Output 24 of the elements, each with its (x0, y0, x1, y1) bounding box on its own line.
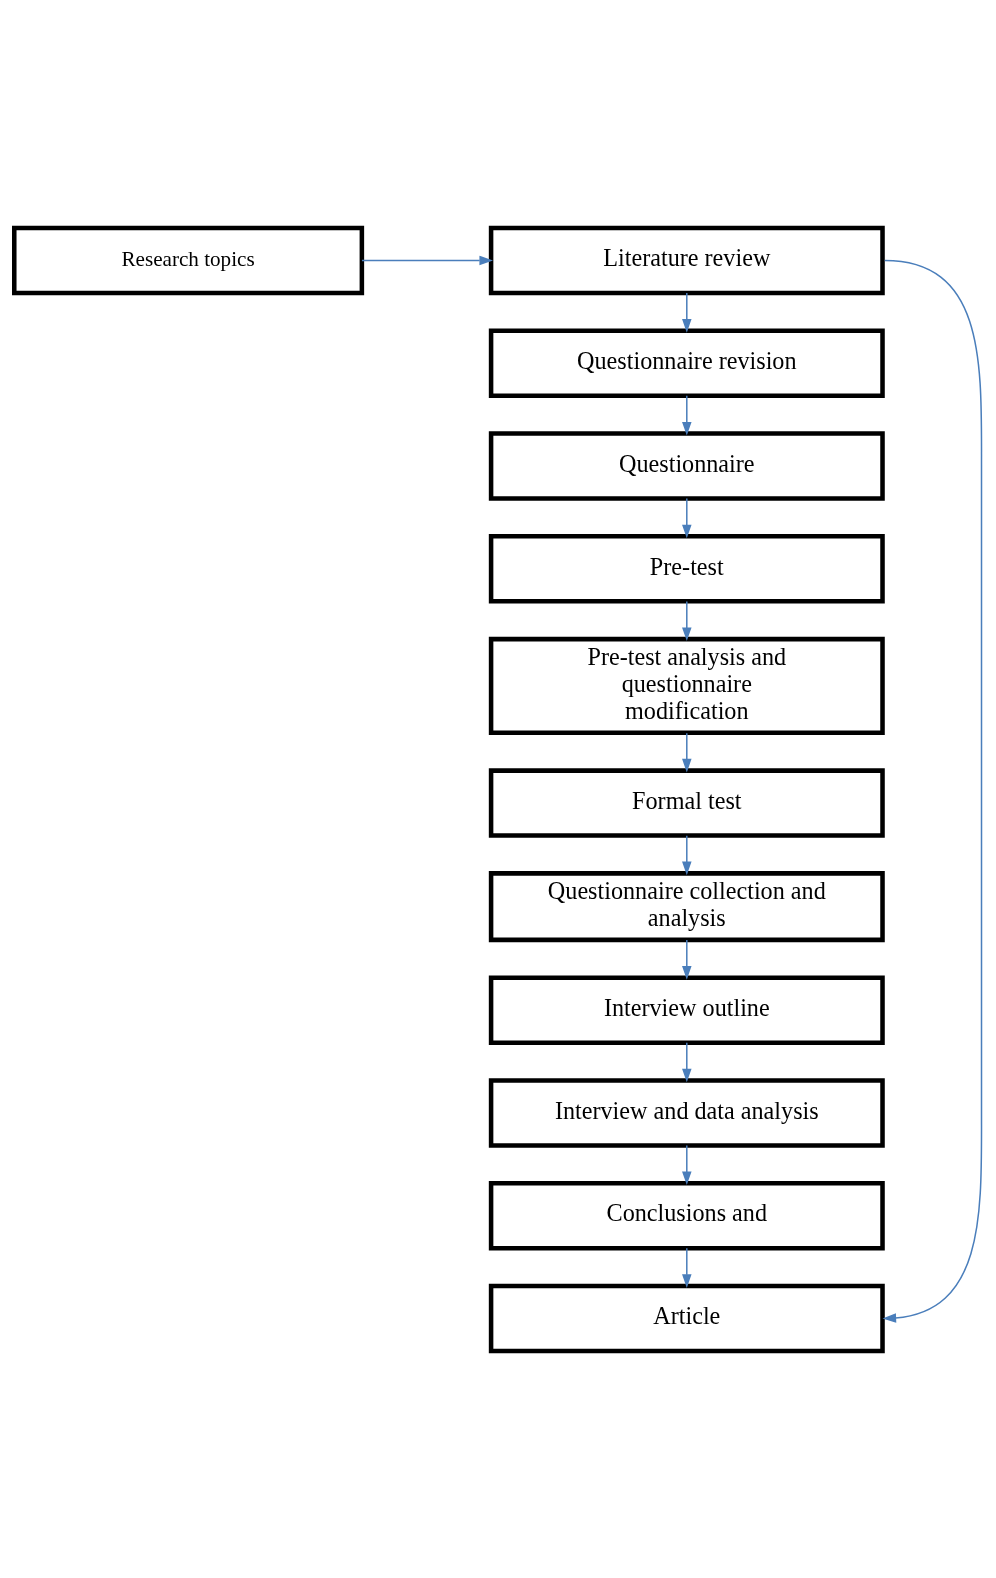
arrow (682, 1246, 692, 1288)
node-box: Pre-test (488, 533, 885, 604)
arrow (682, 497, 692, 538)
arrow (682, 731, 692, 772)
node-box: Pre-test analysis and questionnaire modification (488, 636, 885, 735)
node-box: Questionnaire collection and analysis (488, 870, 885, 942)
arrow (682, 394, 692, 435)
node-box: Interview and data analysis (488, 1077, 885, 1148)
arrow (361, 255, 494, 265)
node-box: Article (488, 1283, 885, 1353)
arrow (682, 834, 692, 875)
arrow (682, 600, 692, 641)
node-box: Literature review (488, 225, 885, 295)
node-box: Questionnaire revision (488, 328, 885, 398)
node-box: Conclusions and (488, 1180, 885, 1250)
arrow (682, 938, 692, 980)
node-box: Formal test (488, 767, 885, 838)
arrow (682, 291, 692, 333)
arrow (882, 259, 983, 1323)
node-box: Interview outline (488, 974, 885, 1045)
arrow (682, 1144, 692, 1185)
node-box: Research topics (12, 225, 365, 295)
arrow (682, 1041, 692, 1082)
node-box: Questionnaire (488, 430, 885, 501)
